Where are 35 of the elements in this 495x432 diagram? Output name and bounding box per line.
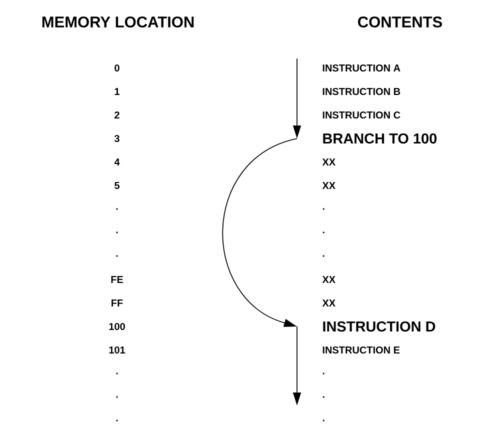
column-header: CONTENTS (358, 16, 442, 28)
contents-entry: INSTRUCTION A (322, 64, 400, 72)
contents-entry: XX (322, 276, 336, 283)
contents-entry: . (322, 372, 324, 374)
contents-entry: XX (322, 300, 336, 306)
address: 100 (109, 322, 125, 330)
address: 1 (114, 88, 120, 95)
contents-entry: INSTRUCTION B (322, 88, 400, 96)
contents-entry: INSTRUCTION C (322, 111, 400, 119)
address: 2 (114, 112, 120, 118)
address: . (116, 208, 118, 210)
address: . (116, 420, 118, 422)
address: 3 (114, 134, 120, 142)
address: 101 (109, 346, 126, 354)
contents-entry: . (322, 255, 324, 257)
address: . (116, 255, 118, 257)
address: . (116, 372, 118, 374)
contents-entry: . (322, 208, 324, 210)
contents-entry: . (322, 420, 324, 422)
address: . (116, 232, 118, 234)
contents-entry: XX (322, 158, 336, 166)
column-header: MEMORY LOCATION (42, 16, 194, 28)
contents-entry: . (322, 396, 324, 398)
contents-entry: . (322, 232, 324, 234)
address: . (116, 396, 118, 398)
arrow (222, 138, 298, 327)
address: FF (112, 300, 123, 306)
address: 4 (114, 158, 120, 166)
contents-entry: XX (322, 182, 336, 189)
address: 5 (114, 182, 120, 189)
contents-entry: INSTRUCTION D (323, 321, 436, 332)
address: 0 (114, 64, 120, 72)
address: FE (111, 276, 124, 283)
contents-entry: INSTRUCTION E (322, 346, 400, 354)
contents-entry: BRANCH TO 100 (323, 133, 437, 144)
